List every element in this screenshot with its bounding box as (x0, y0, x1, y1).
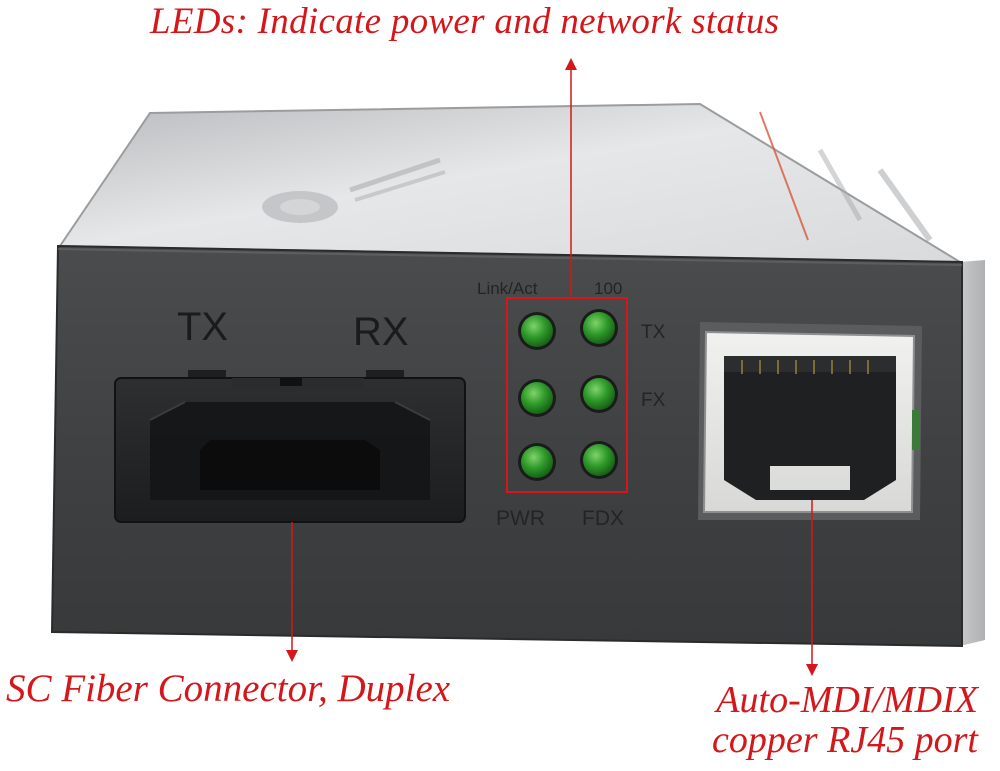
led-fdx-icon (580, 441, 618, 479)
callout-leds: LEDs: Indicate power and network status (150, 1, 780, 42)
casing-side (960, 260, 985, 646)
led-label-link-act: Link/Act (477, 279, 538, 298)
arrow-fiber (286, 522, 298, 662)
led-label-fdx: FDX (582, 507, 624, 530)
led-label-fx: FX (641, 390, 666, 411)
casing-top (58, 102, 964, 264)
callout-rj45-line2: copper RJ45 port (712, 719, 978, 761)
arrow-rj45 (806, 500, 818, 676)
led-array (518, 309, 618, 481)
led-label-pwr: PWR (496, 507, 545, 530)
callout-rj45: Auto-MDI/MDIX copper RJ45 port (712, 680, 978, 760)
fiber-rx-label: RX (353, 310, 409, 354)
led-fx-speed-icon (580, 375, 618, 413)
led-highlight-box (506, 297, 628, 493)
rj45-port (698, 322, 922, 520)
fiber-tx-label: TX (177, 305, 229, 349)
callout-rj45-line1: Auto-MDI/MDIX (716, 679, 978, 721)
led-label-tx: TX (641, 322, 666, 343)
callout-fiber-connector: SC Fiber Connector, Duplex (6, 667, 451, 710)
sc-fiber-connector (114, 370, 466, 523)
led-label-100: 100 (594, 279, 623, 298)
led-pwr-icon (518, 443, 556, 481)
led-fx-link-icon (518, 379, 556, 417)
led-100-icon (580, 309, 618, 347)
arrow-leds (565, 58, 577, 298)
led-link-act-icon (518, 312, 556, 350)
